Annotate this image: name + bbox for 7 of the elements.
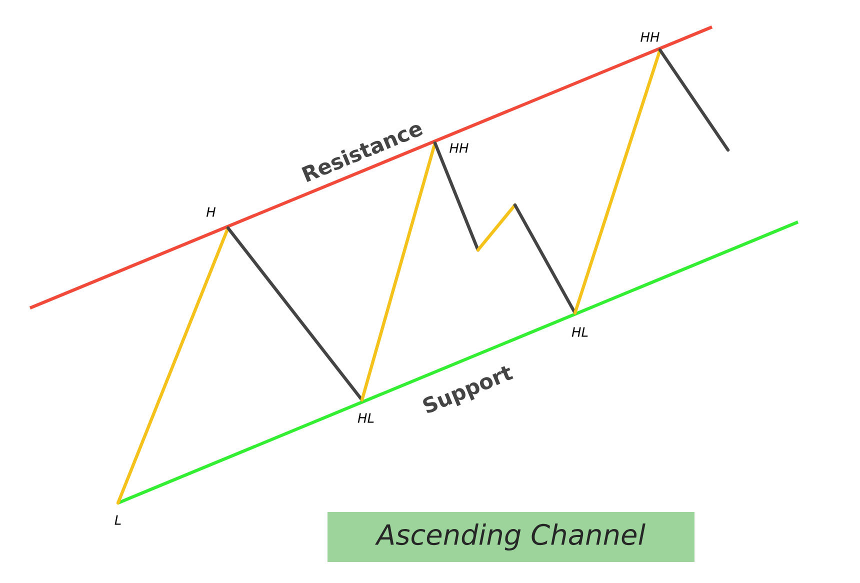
point-label: HL <box>358 413 374 423</box>
point-label: HH <box>450 143 468 153</box>
point-label: H <box>206 207 216 217</box>
point-label: HH <box>640 32 660 42</box>
point-label: L <box>114 515 121 525</box>
point-label: HL <box>572 327 588 337</box>
title-banner: Ascending Channel <box>328 512 694 562</box>
